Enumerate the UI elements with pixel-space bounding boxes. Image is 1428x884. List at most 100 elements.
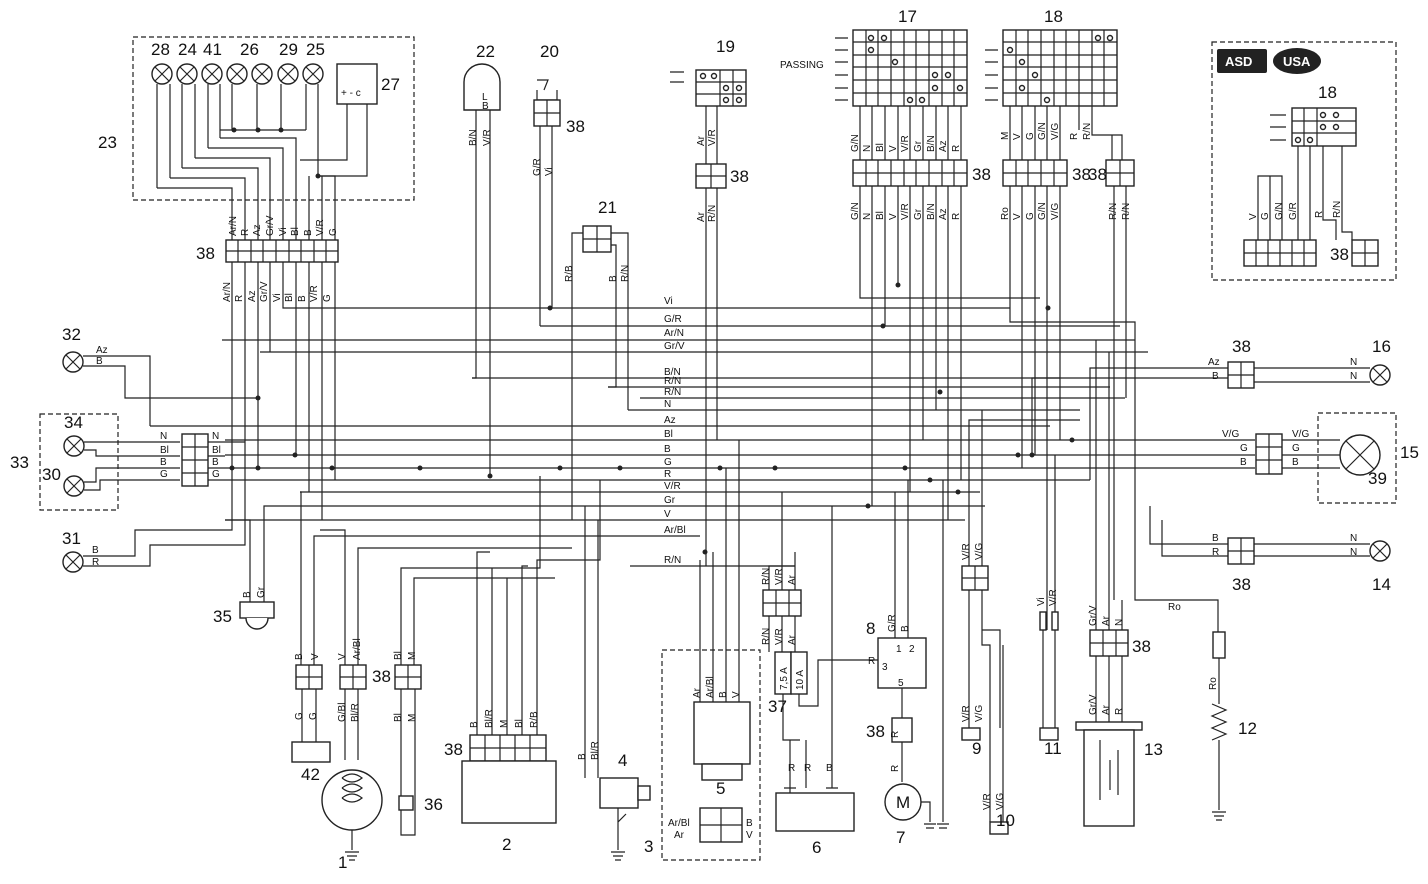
svg-text:R/B: R/B (564, 265, 575, 282)
svg-text:Ar: Ar (696, 135, 707, 146)
svg-text:V/R: V/R (482, 129, 493, 146)
indicator-lamp-16: 38 Az B N N 16 (1031, 337, 1391, 480)
svg-text:Bl: Bl (160, 445, 169, 456)
svg-text:1: 1 (896, 644, 902, 655)
svg-text:B: B (577, 753, 588, 760)
svg-text:G: G (1025, 212, 1036, 220)
svg-text:38: 38 (1232, 575, 1251, 594)
temp-sensor-12: Ro Ro 12 (1168, 602, 1257, 821)
svg-text:R/N: R/N (707, 205, 718, 222)
svg-text:B: B (900, 625, 911, 632)
svg-text:R/N: R/N (1332, 201, 1343, 218)
svg-text:34: 34 (64, 413, 83, 432)
svg-text:14: 14 (1372, 575, 1391, 594)
svg-text:R/N: R/N (664, 376, 681, 387)
svg-text:Bl: Bl (664, 429, 673, 440)
svg-text:36: 36 (424, 795, 443, 814)
svg-text:B: B (1240, 457, 1247, 468)
svg-text:38: 38 (972, 165, 991, 184)
svg-text:B: B (469, 721, 480, 728)
svg-text:B/N: B/N (926, 203, 937, 220)
svg-text:20: 20 (540, 42, 559, 61)
svg-text:30: 30 (42, 465, 61, 484)
svg-text:Gr: Gr (256, 586, 267, 598)
svg-text:G/N: G/N (1037, 202, 1048, 220)
svg-text:B: B (92, 545, 99, 556)
svg-text:B: B (294, 653, 305, 660)
svg-text:V: V (664, 509, 671, 520)
svg-text:R: R (1314, 211, 1325, 218)
sw18-harness-wires (1009, 186, 1219, 632)
svg-text:V/R: V/R (315, 219, 326, 236)
sw17-labels-top: G/N N Bl V V/R Gr B/N Az R (850, 134, 962, 152)
svg-text:25: 25 (306, 40, 325, 59)
warning-lamp-26 (226, 63, 248, 85)
svg-text:B/N: B/N (468, 129, 479, 146)
svg-text:17: 17 (898, 7, 917, 26)
svg-text:B: B (303, 229, 314, 236)
svg-text:38: 38 (372, 667, 391, 686)
svg-text:38: 38 (566, 117, 585, 136)
svg-text:Ar/Bl: Ar/Bl (705, 676, 716, 698)
indicator-lamp-32: 32 Az B (62, 325, 258, 426)
warning-lamp-28 (151, 63, 173, 85)
svg-text:Ar/N: Ar/N (228, 216, 239, 236)
svg-text:B/N: B/N (664, 367, 681, 378)
svg-text:31: 31 (62, 529, 81, 548)
svg-text:M: M (407, 714, 418, 722)
svg-text:Vi: Vi (272, 293, 283, 302)
svg-text:G/N: G/N (1274, 202, 1285, 220)
svg-text:G/R: G/R (664, 314, 682, 325)
svg-text:3: 3 (644, 837, 653, 856)
svg-text:M: M (407, 652, 418, 660)
svg-text:Ar/Bl: Ar/Bl (664, 525, 686, 536)
svg-text:R: R (1114, 708, 1125, 715)
svg-text:L: L (482, 92, 488, 103)
svg-text:38: 38 (1072, 165, 1091, 184)
switch-19: 19 Ar V/R 38 Ar R/N (670, 37, 749, 566)
svg-text:18: 18 (1318, 83, 1337, 102)
switch-20: 20 38 G/R Vi (532, 42, 585, 326)
panel-harness-wires (231, 262, 336, 520)
svg-text:R/N: R/N (1082, 123, 1093, 140)
svg-text:R: R (788, 763, 795, 774)
svg-text:13: 13 (1144, 740, 1163, 759)
svg-text:G: G (212, 469, 220, 480)
asd-usa-inset: ASD USA 18 38 (1211, 41, 1397, 281)
svg-text:R/N: R/N (664, 555, 681, 566)
svg-text:Bl/R: Bl/R (484, 709, 495, 728)
svg-text:R: R (234, 295, 245, 302)
svg-text:Gr: Gr (913, 140, 924, 152)
svg-text:V: V (310, 653, 321, 660)
switch-block-18: 18 38 38 (985, 7, 1135, 187)
svg-text:27: 27 (381, 75, 400, 94)
svg-text:Ar: Ar (1101, 615, 1112, 626)
svg-text:B: B (746, 818, 753, 829)
svg-text:Ro: Ro (1208, 677, 1219, 690)
svg-text:B: B (242, 591, 253, 598)
svg-text:R: R (868, 656, 875, 667)
svg-text:G/N: G/N (850, 202, 861, 220)
svg-text:G/N: G/N (850, 134, 861, 152)
svg-text:32: 32 (62, 325, 81, 344)
svg-text:R: R (240, 229, 251, 236)
svg-text:26: 26 (240, 40, 259, 59)
svg-text:N: N (664, 399, 671, 410)
fuse-box-37: R/N V/R Ar R/N V/R Ar 7,5 A 10 A 37 (761, 492, 880, 741)
svg-text:V: V (746, 830, 753, 841)
svg-text:Az: Az (247, 290, 258, 302)
svg-text:38: 38 (196, 244, 215, 263)
svg-text:Ar/N: Ar/N (222, 282, 233, 302)
svg-text:12: 12 (1238, 719, 1257, 738)
switch-9: V/R V/G V/R V/G 9 (961, 410, 1080, 822)
svg-text:V: V (1012, 133, 1023, 140)
svg-text:N: N (862, 145, 873, 152)
svg-text:Az: Az (1208, 357, 1220, 368)
svg-text:10: 10 (996, 811, 1015, 830)
svg-text:V/R: V/R (900, 203, 911, 220)
svg-text:B: B (826, 763, 833, 774)
svg-text:Gr: Gr (664, 495, 676, 506)
svg-text:Ar: Ar (1101, 704, 1112, 715)
bus-labels: Vi G/R Ar/N Gr/V B/N R/N R/N N Az Bl B G… (664, 296, 686, 566)
